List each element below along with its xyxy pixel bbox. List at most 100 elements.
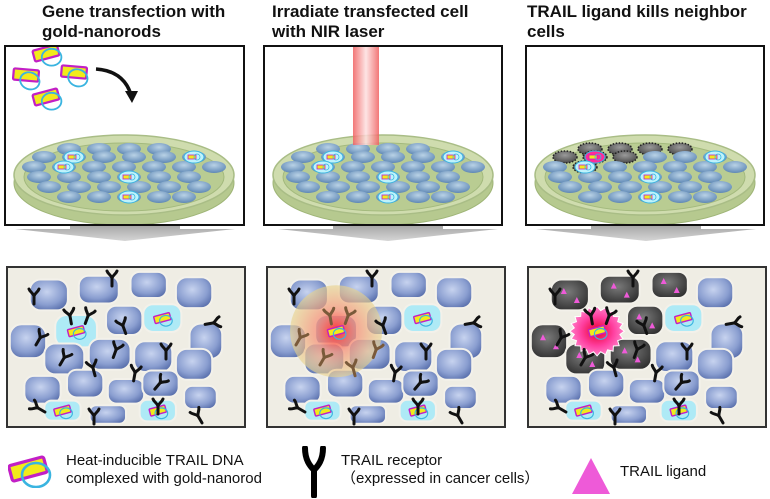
dish-cell [286, 171, 310, 183]
nir-laser-beam [353, 47, 379, 145]
dish-cell [588, 181, 612, 193]
dish-cell [643, 151, 667, 163]
dish-cell [668, 191, 692, 203]
dish-cell [693, 161, 717, 173]
dish-cell [673, 151, 697, 163]
legend-receptor-line1: TRAIL receptor [341, 452, 443, 469]
dish-cell [693, 191, 717, 203]
dish-cell [578, 171, 602, 183]
trail-receptor-icon [448, 405, 468, 426]
dish-cell [618, 181, 642, 193]
trail-receptor-icon [188, 405, 208, 426]
dish-cell [401, 161, 425, 173]
dish-cell [708, 181, 732, 193]
trail-ligand-icon [572, 456, 612, 496]
trail-receptor-icon [300, 446, 328, 498]
step2-dish-panel [263, 45, 503, 226]
dish-cell [57, 171, 81, 183]
step1-dish-illustration [7, 47, 235, 224]
nanorod-icon [381, 174, 391, 180]
dish-cell [346, 191, 370, 203]
cancer-cell [695, 276, 735, 310]
cancer-cell [443, 384, 478, 411]
cancer-cell [77, 274, 120, 305]
dish-cell [446, 181, 470, 193]
step3-dish-illustration [534, 134, 756, 224]
nanorod-icon [122, 194, 132, 200]
step2-title: Irradiate transfected cell with NIR lase… [272, 2, 469, 42]
dish-cell [558, 181, 582, 193]
dish-cell [281, 161, 305, 173]
dead-cell [650, 270, 689, 300]
dish-cell [32, 151, 56, 163]
dish-cell [37, 181, 61, 193]
dish-cell [341, 161, 365, 173]
dish-cell [22, 161, 46, 173]
dish-cell [82, 161, 106, 173]
dish-cell [648, 181, 672, 193]
nanorod-icon [643, 174, 653, 180]
dish-cell [723, 161, 747, 173]
cancer-cell [695, 347, 735, 381]
dish-cell [152, 151, 176, 163]
step1-dish-panel [4, 45, 245, 226]
dna-ring [649, 193, 657, 201]
step3-title: TRAIL ligand kills neighbor cells [527, 2, 747, 42]
dish-cell [177, 171, 201, 183]
dish-cell [172, 161, 196, 173]
cancer-cell [174, 276, 214, 310]
dna-ring [332, 153, 340, 161]
dna-ring [387, 173, 395, 181]
dish-cell [698, 171, 722, 183]
dish-cell [678, 181, 702, 193]
cancer-cell [389, 270, 428, 300]
step3-tissue-illustration [529, 269, 745, 426]
dish-cell [371, 161, 395, 173]
legend-receptor-line2: （expressed in cancer cells） [341, 470, 540, 487]
nanorod-icon [578, 164, 588, 170]
step2-tissue-illustration [268, 269, 484, 426]
dna-ring [63, 163, 71, 171]
dna-ring [193, 153, 201, 161]
cancer-cell [23, 374, 62, 405]
step1-cells-panel [6, 266, 246, 428]
step3-cells-panel [527, 266, 767, 428]
step1-tissue-illustration [8, 269, 224, 426]
dna-ring [387, 193, 395, 201]
dead-cell [598, 274, 641, 305]
nanorod-icon [708, 154, 718, 160]
legend-ligand-line1: TRAIL ligand [620, 463, 707, 480]
cancer-cell [8, 323, 48, 360]
cancer-cell [587, 368, 626, 399]
dna-ring [594, 153, 602, 161]
dish-cell [431, 191, 455, 203]
dna-ring [714, 153, 722, 161]
cancer-cell [106, 377, 146, 405]
dish-cell [633, 161, 657, 173]
dish-cell [157, 181, 181, 193]
dish-cell [92, 151, 116, 163]
nanorod-icon [643, 194, 653, 200]
nanorod-icon [31, 87, 63, 111]
cancer-cell [28, 278, 69, 312]
cancer-cell [129, 270, 168, 300]
cancer-cell [366, 377, 406, 405]
dead-cell [552, 150, 578, 164]
step2-title-line1: Irradiate transfected cell [272, 2, 469, 21]
dish-cell [316, 171, 340, 183]
dna-ring [128, 173, 136, 181]
legend-nanorod-icon [8, 452, 52, 488]
dish-cell [202, 161, 226, 173]
step2-title-line2: with NIR laser [272, 22, 385, 41]
dish-cell [543, 161, 567, 173]
dish-cell [97, 181, 121, 193]
dish-cell [668, 171, 692, 183]
legend-ligand-label: TRAIL ligand [620, 463, 706, 481]
cancer-cell [544, 374, 583, 405]
nanorod-icon [31, 47, 63, 67]
dish-cell [608, 191, 632, 203]
cancer-cell [283, 374, 322, 405]
legend-nanorod-line1: Heat-inducible TRAIL DNA [66, 452, 244, 469]
dish-cell [386, 181, 410, 193]
down-arrow-icon [15, 226, 235, 242]
